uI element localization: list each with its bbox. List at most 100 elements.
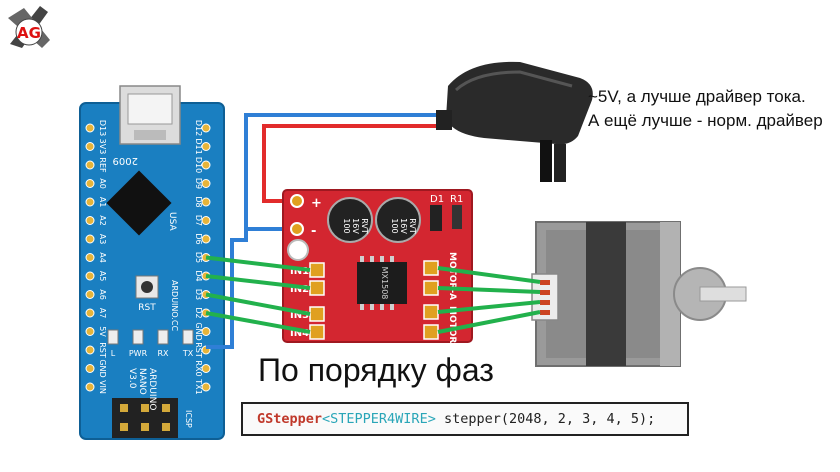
right-pin-label: D11	[194, 138, 203, 154]
mcu-chip	[106, 170, 172, 236]
ag-logo: AG	[8, 6, 50, 48]
label-version: V3.0	[127, 368, 137, 389]
label-nano: NANO	[137, 368, 147, 395]
left-pin-vin	[85, 382, 95, 392]
driver-board: + - 100 16V RVT 100 16V RVT D1 R1 MX1508…	[282, 189, 473, 354]
left-pin-ref	[85, 160, 95, 170]
output-pin	[423, 280, 439, 296]
right-pin-d12	[201, 123, 211, 133]
right-pin-d7	[201, 216, 211, 225]
right-pin-label: D8	[194, 196, 203, 207]
right-pin-gnd	[201, 327, 211, 336]
chip-label: MX1508	[380, 267, 389, 300]
left-pin-label: A4	[98, 252, 107, 263]
input-label-in3: IN3	[290, 310, 309, 321]
label-usa: USA	[167, 212, 177, 231]
right-pin-label: TX1	[194, 378, 203, 394]
wire-gnd	[206, 229, 248, 349]
right-pin-label: D7	[194, 215, 203, 226]
input-pin-in1	[309, 262, 325, 278]
left-pin-label: 5V	[98, 326, 107, 337]
input-label-in2: IN2	[290, 284, 309, 295]
label-year: 2009	[113, 155, 138, 166]
left-pin-label: A2	[98, 215, 107, 226]
cap1-t0: 100	[342, 218, 351, 233]
left-pin-label: GND	[98, 359, 107, 377]
capacitor-1	[327, 197, 373, 243]
cap2-t0: 100	[390, 218, 399, 233]
label-icsp: ICSP	[184, 410, 193, 428]
signal-wire-motor	[437, 266, 541, 284]
left-pin-5v	[85, 327, 95, 336]
label-tx: TX	[182, 349, 194, 358]
right-pin-label: D2	[194, 307, 203, 318]
left-pin-rst	[85, 345, 95, 355]
label-plus: +	[311, 196, 322, 211]
phase-order-caption: По порядку фаз	[258, 352, 494, 388]
left-pin-label: A5	[98, 271, 107, 282]
left-pin-a2	[85, 216, 95, 225]
right-pin-label: RST	[194, 342, 203, 358]
arduino-nano-board: USA 2009 RST ARDUINO.CC PWR RX TX L ICSP…	[79, 85, 225, 440]
left-pin-a1	[85, 197, 95, 207]
input-pin-in2	[309, 280, 325, 296]
left-pin-a6	[85, 290, 95, 299]
label-pwr: PWR	[129, 349, 148, 358]
driver-chip	[357, 262, 407, 304]
wire-negative	[244, 113, 436, 231]
input-label-in1: IN1	[290, 266, 309, 277]
right-pin-d6	[201, 234, 211, 244]
right-pin-label: D10	[194, 157, 203, 173]
logo-text: AG	[17, 24, 41, 42]
cap2-t2: RVT	[408, 218, 417, 234]
output-pin	[423, 324, 439, 340]
left-pin-label: A7	[98, 308, 107, 319]
right-pin-d10	[201, 160, 211, 170]
signal-wire-in	[205, 311, 311, 334]
cap2-t1: 16V	[399, 218, 408, 234]
left-pin-label: REF	[98, 157, 107, 173]
left-pin-d13	[85, 123, 95, 133]
right-pin-label: D9	[194, 178, 203, 189]
label-d1: D1	[430, 194, 444, 205]
left-pin-label: VIN	[98, 380, 107, 394]
cap1-t2: RVT	[360, 218, 369, 234]
right-pin-d11	[201, 142, 211, 151]
signal-wire-in	[205, 255, 311, 272]
code-template: <STEPPER4WIRE>	[322, 411, 436, 427]
left-pin-a7	[85, 308, 95, 318]
signal-wire-in	[205, 292, 311, 316]
label-rst: RST	[138, 303, 156, 313]
signal-wire-motor	[437, 300, 541, 314]
output-pin	[423, 304, 439, 320]
signal-wire-motor	[437, 310, 541, 334]
right-pin-label: GND	[194, 322, 203, 340]
right-pin-label: D3	[194, 289, 203, 300]
left-pin-a5	[85, 271, 95, 281]
stepper-motor	[531, 221, 747, 367]
output-pin	[423, 260, 439, 276]
label-r1: R1	[450, 194, 463, 205]
right-pin-tx1	[201, 382, 211, 392]
code-class: GStepper	[257, 411, 323, 427]
left-pin-label: RST	[98, 342, 107, 358]
left-pin-3v3	[85, 142, 95, 151]
code-call: stepper(2048, 2, 3, 4, 5);	[435, 411, 656, 427]
left-pin-label: 3V3	[98, 139, 107, 155]
label-l: L	[111, 349, 116, 358]
input-label-in4: IN4	[290, 328, 309, 339]
left-pin-label: A1	[98, 197, 107, 208]
left-pin-a3	[85, 234, 95, 244]
right-pin-label: D12	[194, 120, 203, 136]
left-pin-label: A6	[98, 289, 107, 300]
right-pin-label: D4	[194, 270, 203, 281]
right-pin-label: D5	[194, 252, 203, 263]
left-pin-a0	[85, 179, 95, 188]
diode-d1	[430, 205, 442, 231]
input-pin-in3	[309, 306, 325, 322]
right-pin-label: RX0	[194, 360, 203, 376]
signal-wires	[205, 255, 541, 334]
left-pin-label: A3	[98, 234, 107, 245]
